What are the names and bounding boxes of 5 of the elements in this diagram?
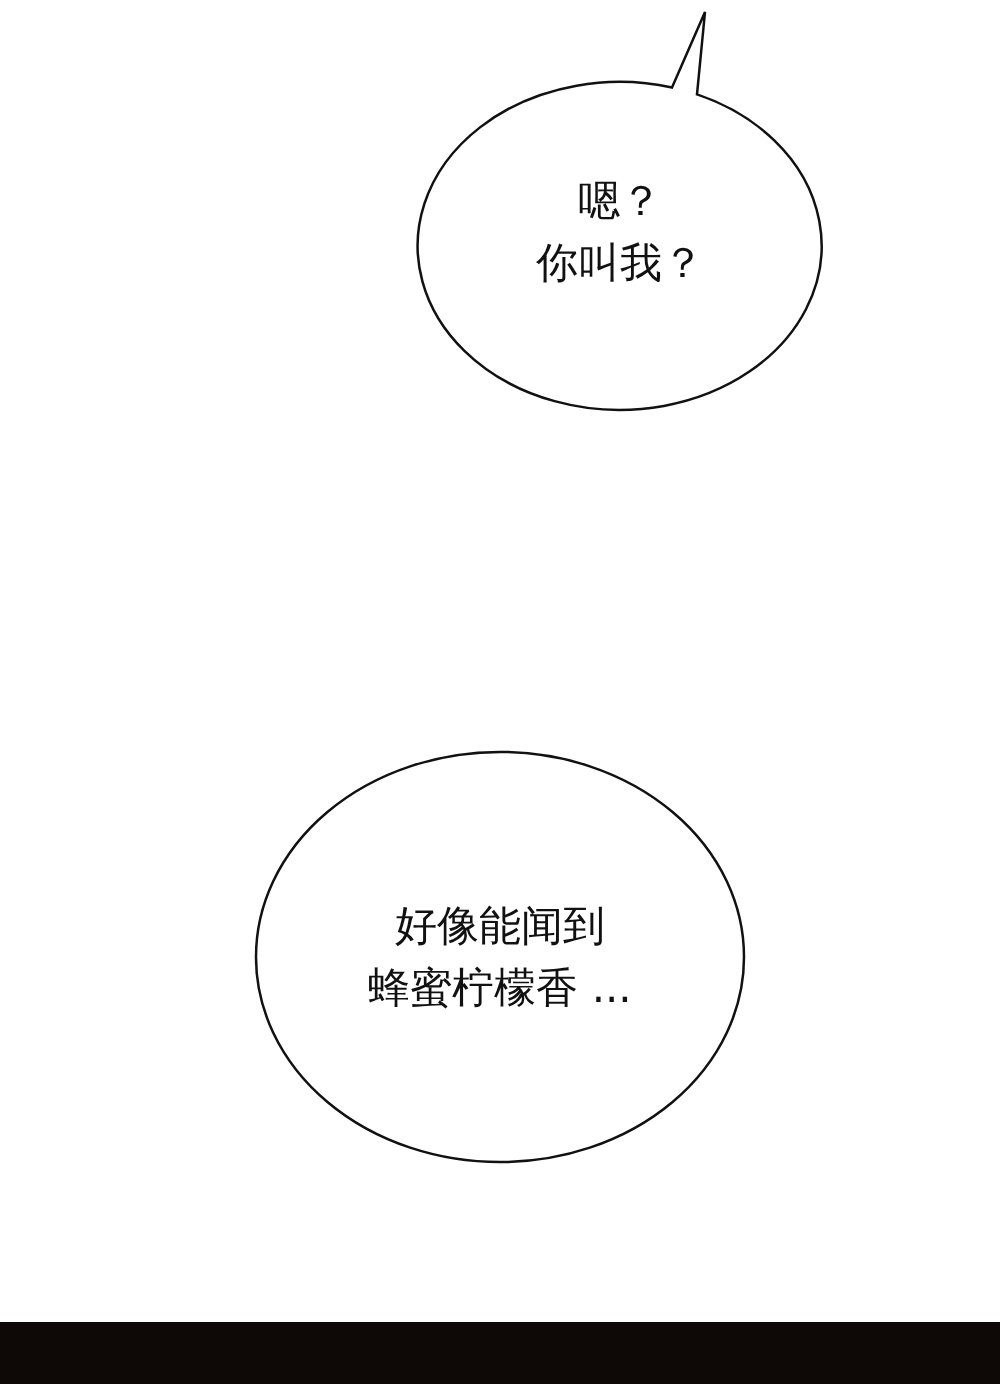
bottom-bar (0, 1322, 1000, 1384)
speech-text: 好像能闻到蜂蜜柠檬香 ... (367, 900, 633, 1014)
speech-bubble (254, 750, 746, 1164)
speech-text: 嗯？你叫我？ (535, 175, 705, 289)
speech-bubble (416, 10, 824, 412)
